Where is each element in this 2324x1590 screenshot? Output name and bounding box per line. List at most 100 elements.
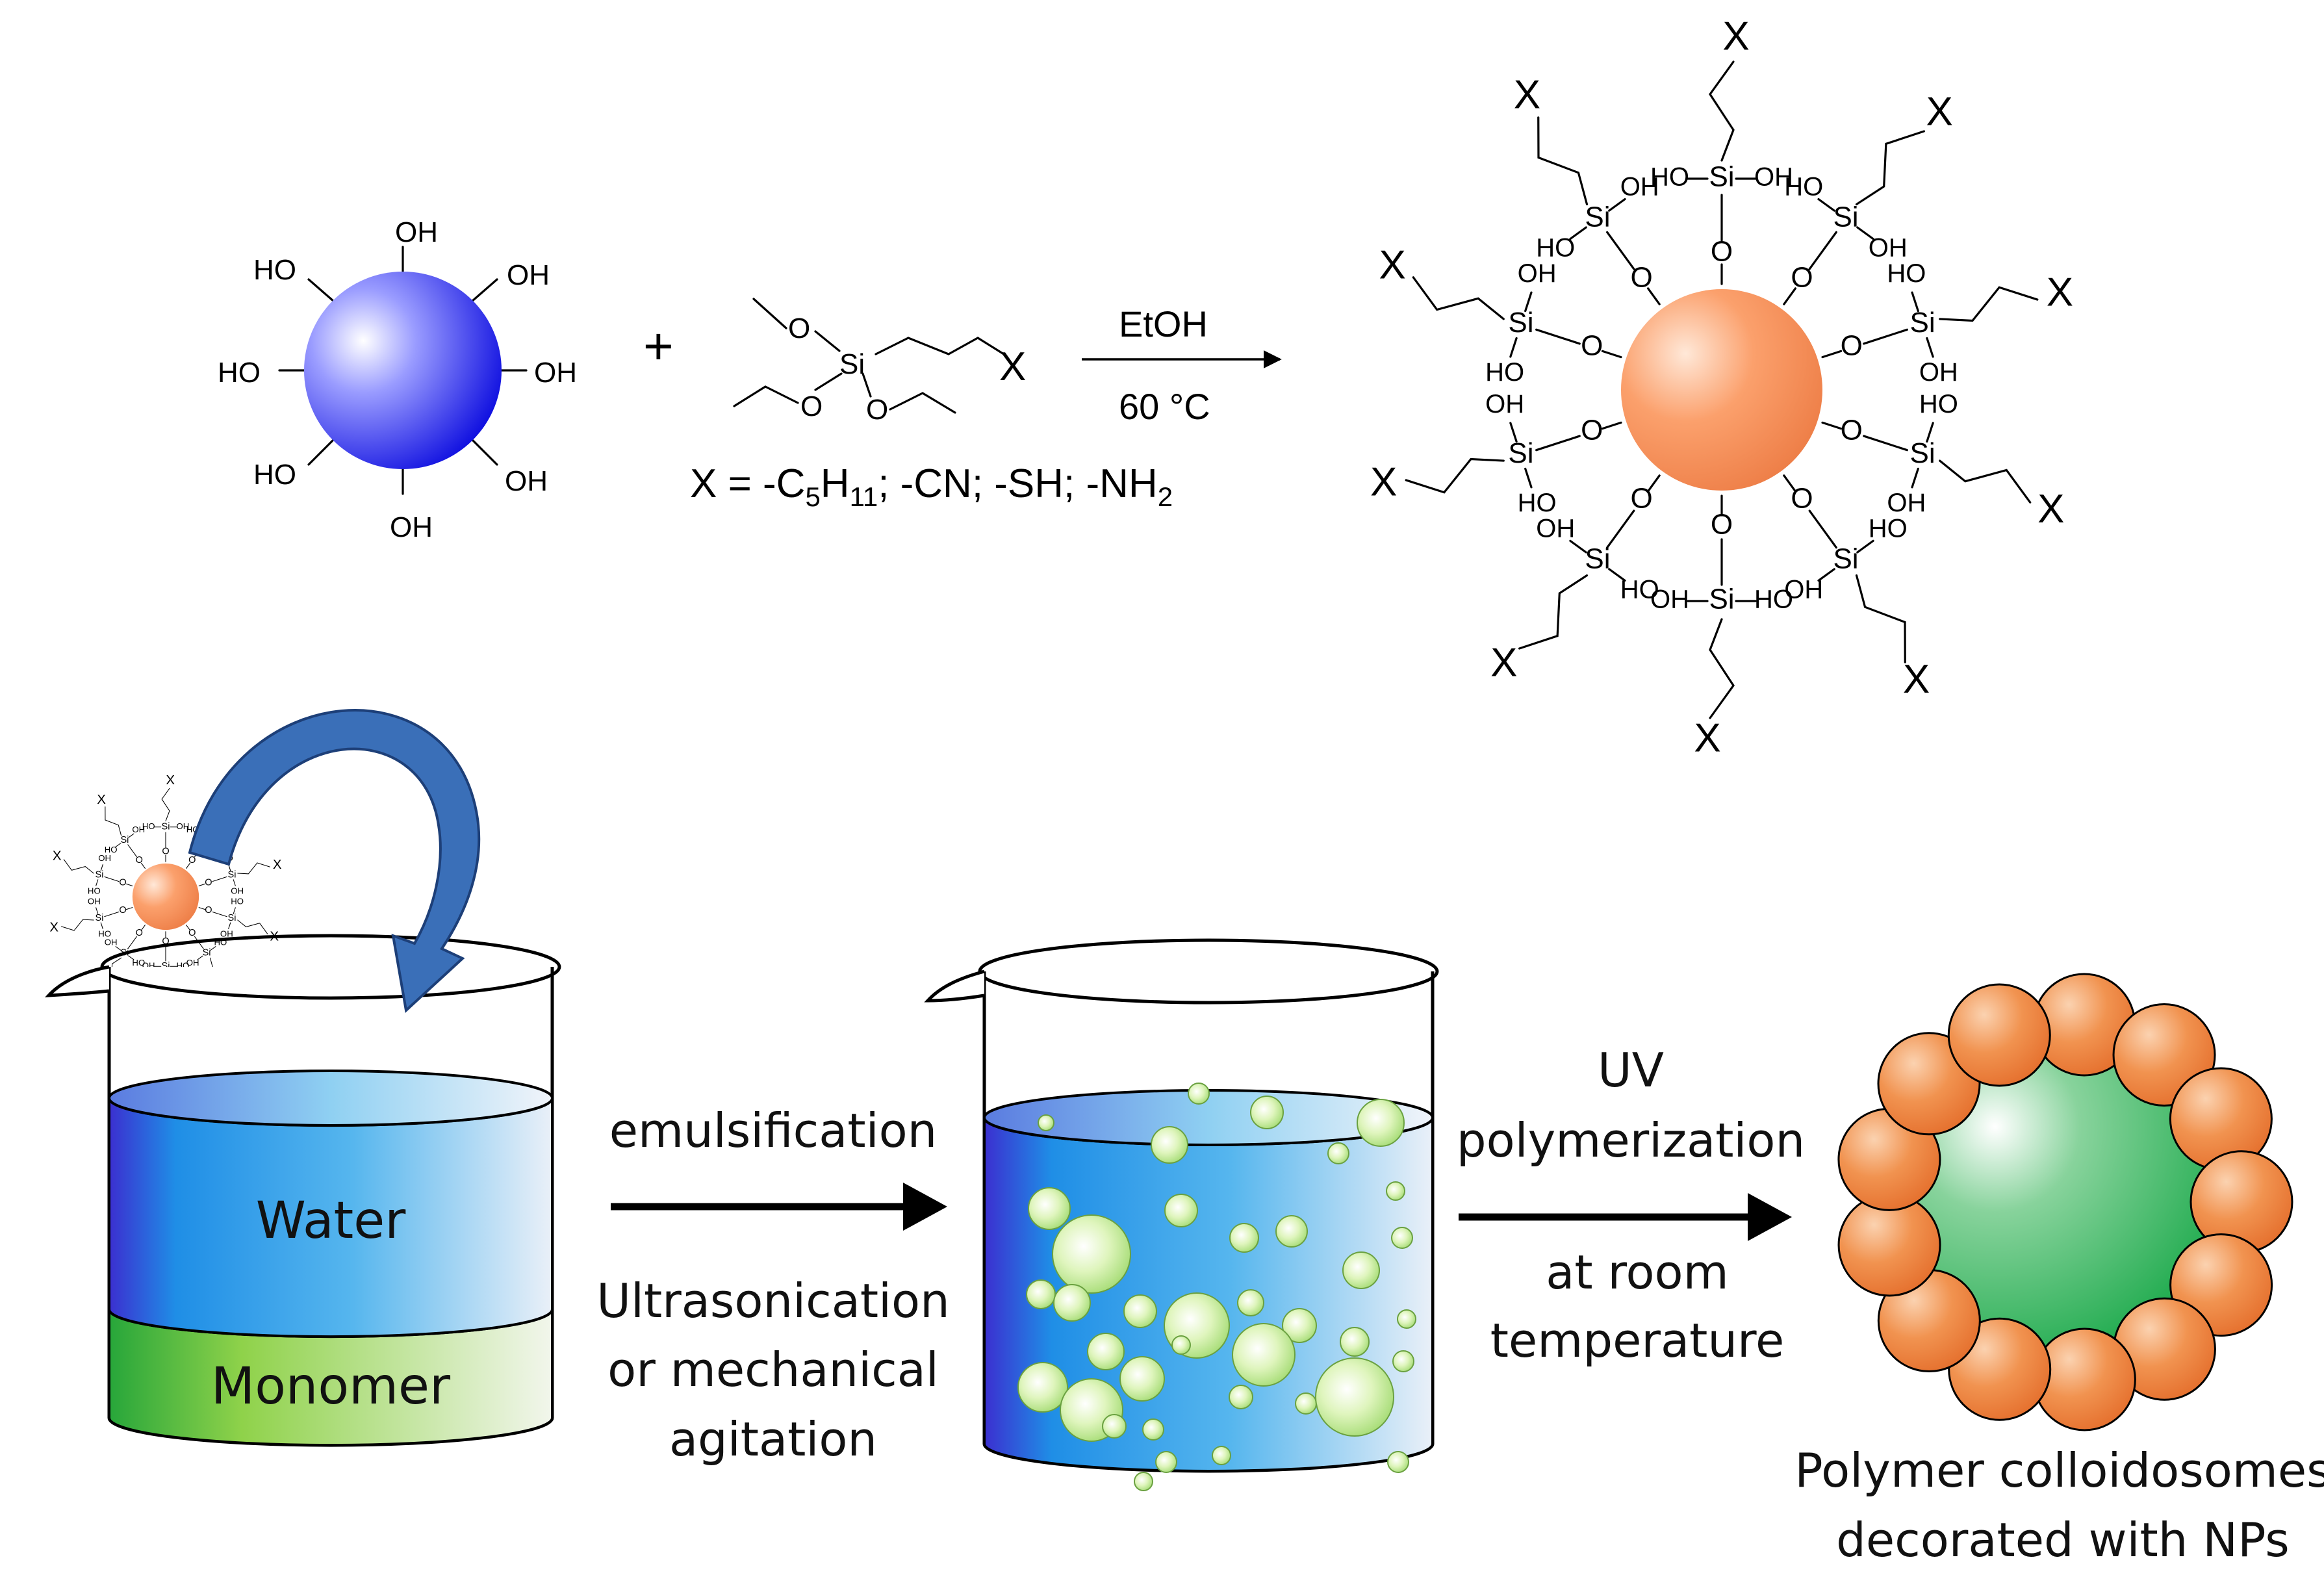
- silica-nanoparticle: OH OH OH OH OH HO HO HO: [218, 216, 577, 543]
- hydroxyl-label: HO: [142, 821, 155, 831]
- droplet: [1026, 1279, 1056, 1309]
- hydroxyl-label: OH: [1754, 163, 1793, 192]
- hydroxyl-label: HO: [1784, 173, 1823, 201]
- silicon-label: Si: [162, 822, 170, 832]
- oxygen-label: O: [188, 928, 196, 938]
- oh-label: OH: [534, 357, 577, 389]
- water-surface: [108, 1070, 554, 1127]
- x-group-label: X: [166, 773, 175, 788]
- droplet: [1386, 1181, 1405, 1201]
- silicon-label: Si: [1585, 543, 1610, 575]
- room-label: at room: [1546, 1245, 1729, 1300]
- solvent-label: EtOH: [1119, 303, 1208, 344]
- uv-label: UV: [1598, 1043, 1664, 1097]
- hydroxyl-label: HO: [1536, 234, 1575, 263]
- ho-label: HO: [253, 459, 296, 491]
- emulsification-label: emulsification: [609, 1103, 938, 1158]
- oxygen-label: O: [162, 847, 169, 857]
- nanoparticle-core: [1621, 289, 1822, 491]
- product-line-2: decorated with NPs: [1836, 1513, 2290, 1567]
- hydroxyl-label: OH: [1869, 234, 1908, 263]
- hydroxyl-label: OH: [88, 897, 101, 906]
- silicon-label: Si: [96, 913, 104, 923]
- droplet: [1327, 1142, 1349, 1164]
- droplet: [1038, 1114, 1054, 1131]
- droplet: [1357, 1099, 1405, 1147]
- droplet: [1229, 1385, 1253, 1409]
- x-group-label: X: [53, 848, 62, 863]
- monomer-label: Monomer: [211, 1357, 451, 1416]
- oxygen-label: O: [119, 877, 126, 888]
- x-group-label: X: [2037, 487, 2064, 532]
- hydroxyl-label: HO: [132, 958, 145, 968]
- oh-label: OH: [505, 465, 548, 497]
- silicon-label: Si: [1833, 201, 1858, 233]
- hydroxyl-label: OH: [105, 938, 118, 947]
- silicon-label: Si: [203, 948, 211, 958]
- hydroxyl-label: OH: [1887, 489, 1926, 517]
- hydroxyl-label: HO: [1650, 163, 1689, 192]
- droplet: [1275, 1215, 1308, 1248]
- x-group-label: X: [1903, 657, 1930, 702]
- method-line-2: or mechanical: [607, 1342, 939, 1397]
- reaction-arrow: EtOH 60 °C: [1082, 303, 1282, 427]
- oxygen-label: O: [1791, 483, 1813, 515]
- product-line-1: Polymer colloidosomes: [1794, 1443, 2324, 1498]
- x-group-label: X: [2047, 270, 2073, 314]
- oxygen-label: O: [188, 855, 196, 866]
- droplet: [1229, 1223, 1259, 1253]
- oxygen-label: O: [205, 905, 212, 916]
- beaker-1: Water Monomer: [45, 934, 561, 1447]
- droplet: [1250, 1096, 1284, 1129]
- hydroxyl-label: HO: [1620, 576, 1659, 604]
- droplet: [1151, 1126, 1188, 1164]
- silicon-label: Si: [1910, 437, 1935, 469]
- silicon-label: Si: [1508, 437, 1533, 469]
- oxygen-label: O: [1581, 330, 1603, 362]
- silane-reagent: O Si X O O: [733, 298, 1026, 426]
- x-group-label: X: [49, 920, 58, 935]
- hydroxyl-label: HO: [1485, 358, 1524, 387]
- silica-sphere: [304, 272, 502, 469]
- droplet: [1171, 1335, 1191, 1355]
- method-line-1: Ultrasonication: [596, 1274, 949, 1328]
- silicon-label: Si: [1585, 201, 1610, 233]
- oh-label: OH: [395, 216, 438, 248]
- droplet: [1053, 1284, 1091, 1322]
- addition-arrow: [188, 709, 481, 1013]
- hydroxyl-label: HO: [1887, 259, 1926, 288]
- x-group-label: X: [1926, 89, 1953, 134]
- step-emulsification: emulsification Ultrasonication or mechan…: [596, 1103, 949, 1467]
- droplet: [1212, 1446, 1231, 1465]
- temperature-label-2: temperature: [1490, 1313, 1785, 1368]
- droplet: [1123, 1294, 1157, 1328]
- oxygen-label: O: [1711, 236, 1733, 268]
- droplet: [1342, 1251, 1380, 1289]
- silicon-label: Si: [228, 913, 236, 923]
- silicon-label: Si: [1508, 307, 1533, 339]
- silicon-label: Si: [228, 870, 236, 880]
- hydroxyl-label: OH: [98, 853, 111, 863]
- hydroxyl-label: OH: [1485, 390, 1524, 418]
- ho-label: HO: [253, 254, 296, 286]
- droplet: [1237, 1289, 1264, 1316]
- droplet: [1392, 1350, 1414, 1372]
- oxygen-label: O: [136, 928, 143, 938]
- hydroxyl-label: HO: [1919, 390, 1958, 418]
- droplet: [1397, 1309, 1416, 1329]
- x-group-label: X: [1490, 640, 1517, 685]
- hydroxyl-label: HO: [1869, 514, 1908, 543]
- silane-x: X: [999, 344, 1026, 389]
- droplet: [1387, 1451, 1409, 1473]
- x-group-label: X: [273, 857, 282, 872]
- hydroxyl-label: OH: [132, 825, 145, 834]
